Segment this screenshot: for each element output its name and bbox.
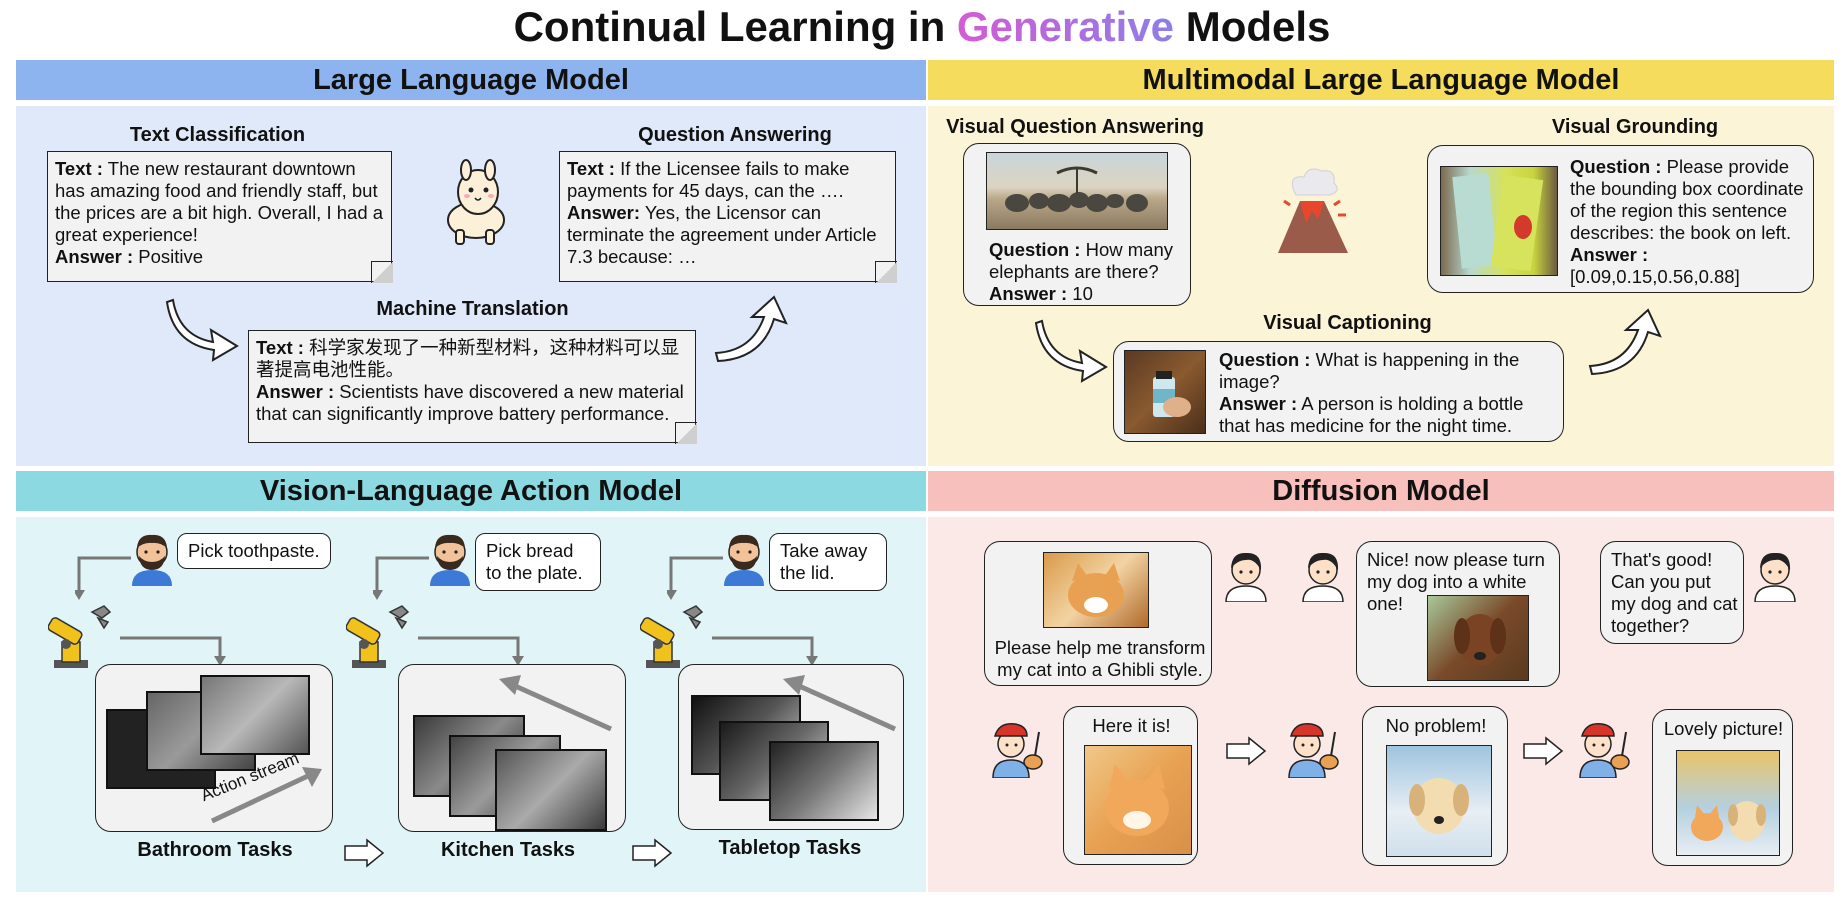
machine-translation-title: Machine Translation (376, 298, 569, 320)
feedback-arrow-icon (667, 556, 723, 600)
feedback-arrow-icon (75, 556, 131, 600)
dog-photo (1427, 595, 1529, 681)
next-task-arrow-icon (632, 838, 673, 868)
medicine-photo (1124, 350, 1206, 434)
vla-header: Vision-Language Action Model (16, 471, 926, 511)
mllm-header: Multimodal Large Language Model (928, 60, 1834, 100)
robot-arm-icon (48, 605, 112, 668)
instruction-bubble: Pick bread to the plate. (475, 533, 601, 591)
instruction-bubble: Pick toothpaste. (177, 533, 331, 569)
grounding-card: Question : Please provide the bounding b… (1427, 145, 1814, 293)
task-label: Kitchen Tasks (440, 839, 576, 861)
elephants-photo (986, 152, 1168, 230)
curved-arrow-icon (714, 295, 788, 363)
painter-avatar-icon (1579, 723, 1630, 778)
volcano-icon (1278, 168, 1348, 253)
curved-arrow-icon (1588, 308, 1662, 376)
user-avatar-icon (1754, 552, 1796, 602)
next-task-arrow-icon (344, 838, 385, 868)
observation-frames-box (398, 664, 626, 832)
ghibli-cat-image (1084, 745, 1192, 855)
llama-icon (447, 159, 505, 245)
feedback-arrow-icon (373, 556, 429, 600)
curved-arrow-icon (165, 298, 239, 362)
question-answering-title: Question Answering (638, 124, 832, 146)
figure-title: Continual Learning in Generative Models (513, 3, 1331, 50)
action-stream-arrow-icon (499, 675, 613, 732)
robot-arm-icon (346, 605, 410, 668)
white-dog-image (1386, 745, 1492, 857)
model-reply-bubble: No problem! (1362, 706, 1508, 866)
llm-header: Large Language Model (16, 60, 926, 100)
user-request-bubble: Nice! now please turn my dog into a whit… (1356, 541, 1560, 687)
text-classification-note: Text : The new restaurant downtown has a… (47, 151, 393, 283)
model-reply-bubble: Here it is! (1063, 706, 1198, 865)
vla-task-bathroom: Pick toothpaste. Action stream Bathroom … (40, 530, 350, 861)
vla-task-tabletop: Take away the lid. Tabletop Tasks (632, 530, 942, 860)
vla-task-kitchen: Pick bread to the plate. Kitchen Tasks (338, 530, 648, 861)
vqa-title: Visual Question Answering (946, 116, 1204, 138)
painter-avatar-icon (992, 723, 1043, 778)
person-icon (430, 534, 470, 586)
task-label: Tabletop Tasks (718, 837, 862, 859)
action-stream-arrow-icon (783, 675, 897, 732)
machine-translation-note: Text : 科学家发现了一种新型材料，这种材料可以显著提高电池性能。 Answ… (248, 330, 697, 444)
user-avatar-icon (1302, 552, 1344, 602)
grounding-title: Visual Grounding (1551, 116, 1719, 138)
robot-arm-icon (640, 605, 704, 668)
user-avatar-icon (1225, 552, 1267, 602)
curved-arrow-icon (1034, 319, 1108, 383)
video-frame (769, 741, 879, 821)
connector-arrow-icon (120, 636, 226, 666)
diffusion-header: Diffusion Model (928, 471, 1834, 511)
user-request-bubble: Please help me transform my cat into a G… (984, 541, 1212, 686)
captioning-card: Question : What is happening in the imag… (1113, 341, 1564, 442)
video-frame (200, 675, 310, 755)
next-step-arrow-icon (1226, 736, 1267, 766)
user-request-bubble: That's good! Can you put my dog and cat … (1600, 541, 1744, 644)
person-icon (724, 534, 764, 586)
connector-arrow-icon (418, 636, 524, 666)
connector-arrow-icon (712, 636, 818, 666)
task-label: Bathroom Tasks (137, 839, 293, 861)
painter-avatar-icon (1288, 723, 1339, 778)
observation-frames-box: Action stream (95, 664, 333, 832)
next-step-arrow-icon (1523, 736, 1564, 766)
model-reply-bubble: Lovely picture! (1652, 709, 1793, 866)
observation-frames-box (678, 664, 904, 830)
action-stream-arrow-icon (210, 767, 322, 824)
video-frame (495, 749, 607, 831)
question-answering-note: Text : If the Licensee fails to make pay… (559, 151, 897, 283)
vqa-card: Question : How many elephants are there?… (963, 143, 1191, 306)
books-photo (1440, 166, 1558, 276)
person-icon (132, 534, 172, 586)
cat-photo (1043, 552, 1149, 628)
captioning-title: Visual Captioning (1263, 312, 1432, 334)
instruction-bubble: Take away the lid. (769, 533, 887, 591)
cat-and-dog-image (1676, 750, 1780, 856)
text-classification-title: Text Classification (129, 124, 306, 146)
